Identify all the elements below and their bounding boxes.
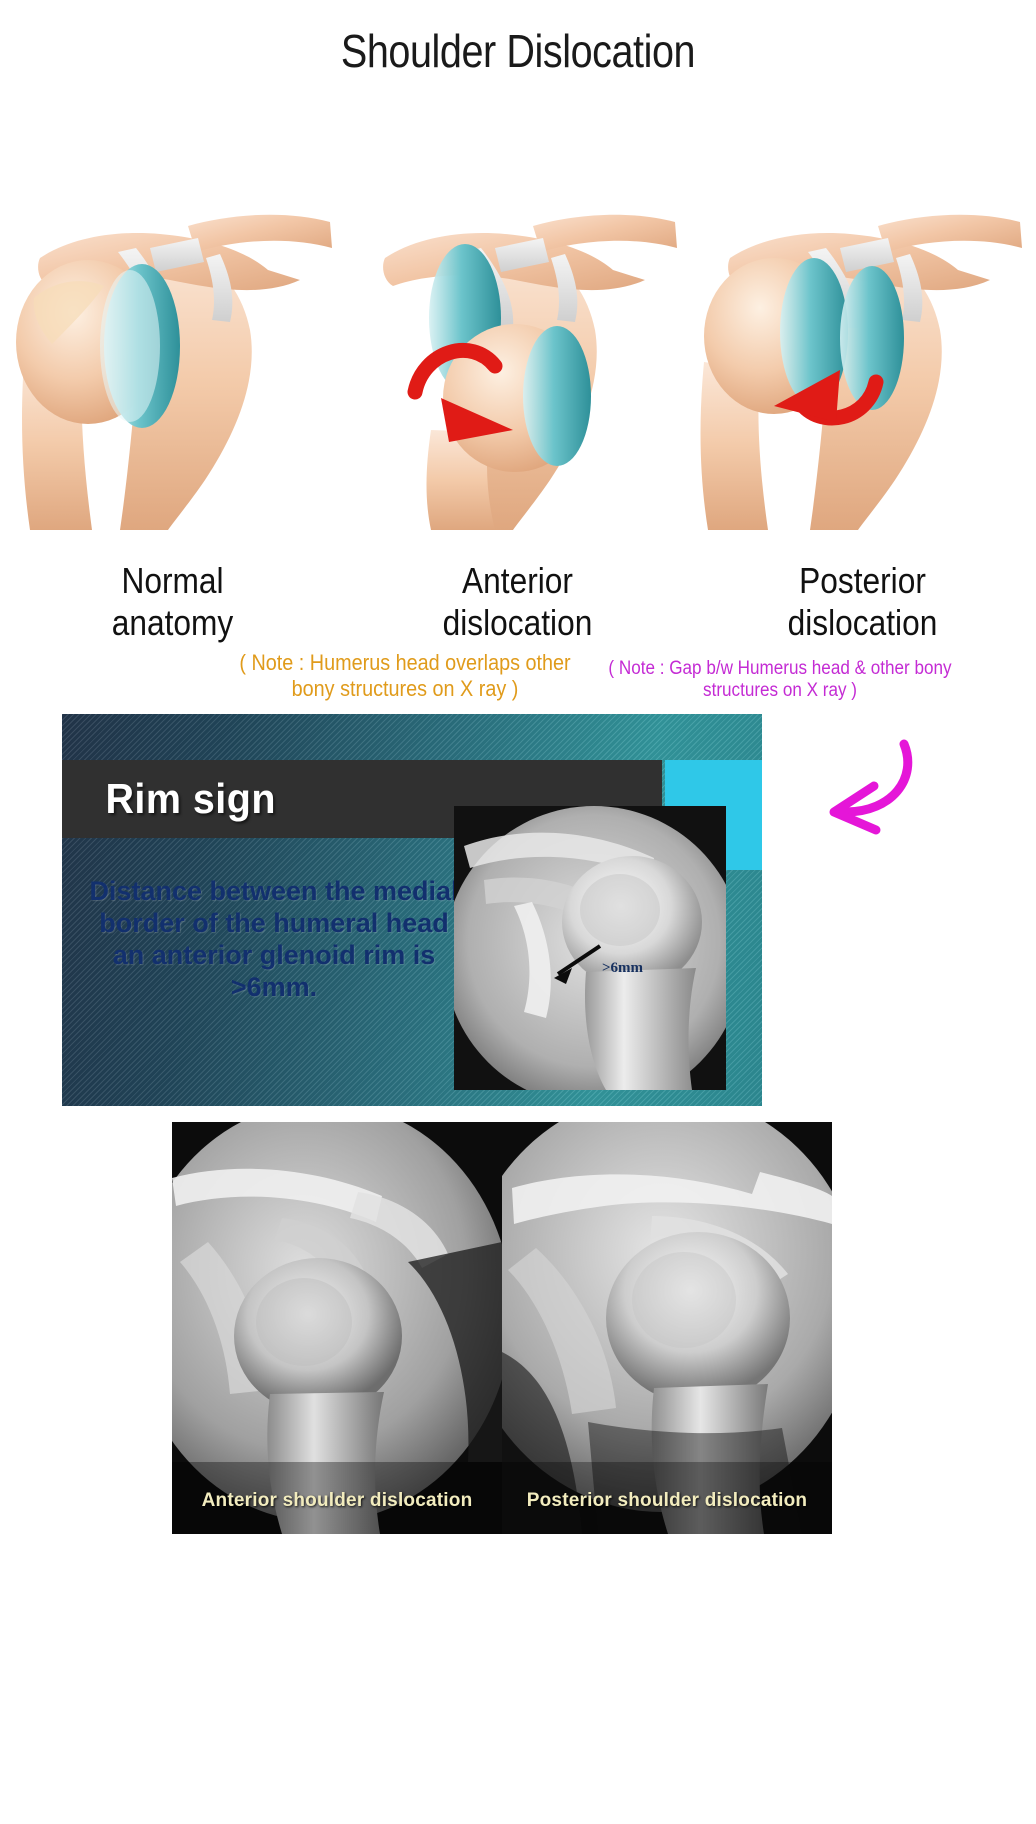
rim-sign-panel: Rim sign Distance between the medial bor… <box>62 714 762 1106</box>
caption-posterior-line1: Posterior <box>799 560 926 601</box>
rim-sign-titlebar: Rim sign <box>62 760 662 838</box>
anatomy-caption-row: Normal anatomy Anterior dislocation Post… <box>0 560 1036 645</box>
caption-anterior: Anterior dislocation <box>366 560 670 645</box>
note-posterior-dislocation: ( Note : Gap b/w Humerus head & other bo… <box>608 658 952 702</box>
caption-normal-line2: anatomy <box>111 602 234 644</box>
posterior-dislocation-radiograph <box>502 1122 832 1534</box>
red-dislocation-arrow-icon <box>774 370 884 426</box>
caption-anterior-line2: dislocation <box>442 602 593 644</box>
rim-sign-title: Rim sign <box>105 775 276 822</box>
note-anterior-dislocation: ( Note : Humerus head overlaps other bon… <box>239 650 571 701</box>
rim-sign-xray-image: >6mm <box>454 806 726 1090</box>
anatomy-illustration-row <box>0 130 1036 530</box>
posterior-dislocation-illustration <box>700 214 1022 530</box>
caption-posterior-line2: dislocation <box>787 602 938 644</box>
caption-normal-line1: Normal <box>121 560 224 601</box>
rim-sign-body-text: Distance between the medial border of th… <box>89 876 459 1002</box>
xray-posterior-caption: Posterior shoulder dislocation <box>526 1490 808 1511</box>
bottom-xray-row: Anterior shoulder dislocation <box>172 1122 832 1534</box>
caption-posterior: Posterior dislocation <box>711 560 1015 645</box>
xray-posterior-dislocation: Posterior shoulder dislocation <box>502 1122 832 1534</box>
rim-sign-xray-measure-label: >6mm <box>602 960 644 976</box>
xray-anterior-caption: Anterior shoulder dislocation <box>201 1490 473 1511</box>
xray-anterior-dislocation: Anterior shoulder dislocation <box>172 1122 502 1534</box>
red-dislocation-arrow-icon <box>407 343 513 442</box>
anatomy-panel-normal <box>0 130 345 530</box>
page-title: Shoulder Dislocation <box>340 25 696 77</box>
rim-sign-radiograph <box>454 806 726 1090</box>
anatomy-panel-posterior <box>690 130 1035 530</box>
caption-anterior-line1: Anterior <box>462 560 573 601</box>
normal-shoulder-illustration <box>16 214 332 530</box>
magenta-pointer-arrow-icon <box>829 739 913 835</box>
rim-measure-arrow-icon <box>554 944 602 984</box>
caption-normal: Normal anatomy <box>21 560 325 645</box>
anterior-dislocation-illustration <box>383 214 677 530</box>
anatomy-panel-anterior <box>345 130 690 530</box>
anterior-dislocation-radiograph <box>172 1122 502 1534</box>
